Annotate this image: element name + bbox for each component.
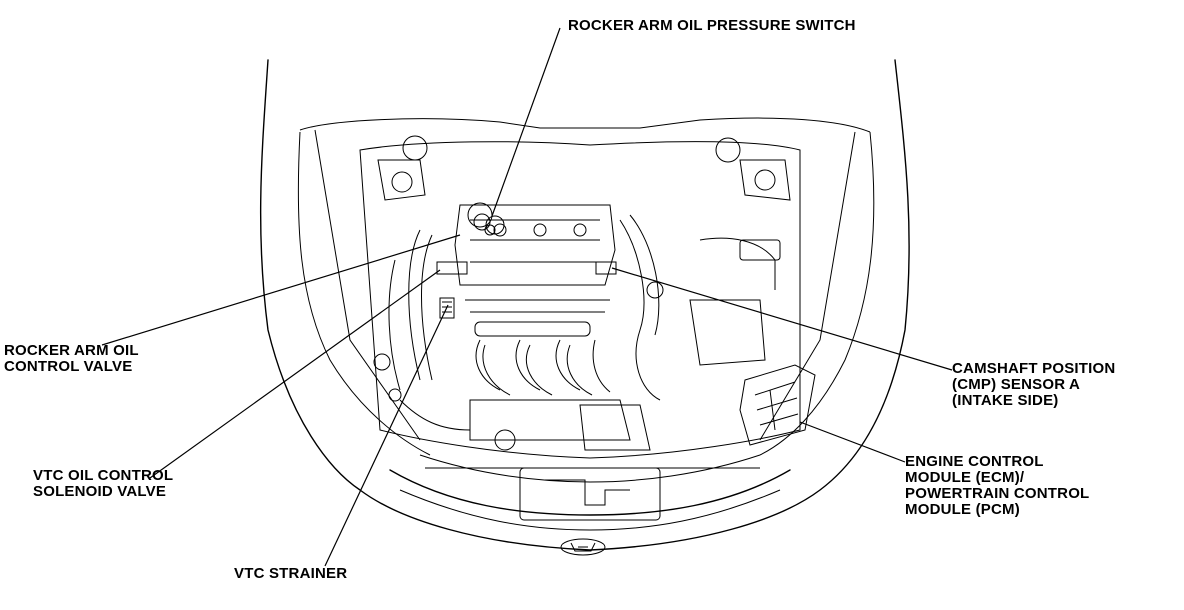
label-line: MODULE (PCM) — [905, 501, 1020, 518]
leader-lines — [101, 27, 953, 567]
label-line: MODULE (ECM)/ — [905, 469, 1025, 486]
rocker-arm-oil-pressure-switch-label: ROCKER ARM OIL PRESSURE SWITCH — [568, 18, 856, 34]
engine-bay — [359, 135, 816, 459]
rocker-arm-oil-control-valve-label: ROCKER ARM OIL CONTROL VALVE — [4, 343, 139, 375]
camshaft-position-sensor-label: CAMSHAFT POSITION (CMP) SENSOR A (INTAKE… — [952, 361, 1115, 409]
label-line: SOLENOID VALVE — [33, 483, 167, 500]
label-line: (CMP) SENSOR A — [952, 376, 1081, 393]
label-line: CONTROL VALVE — [4, 358, 133, 375]
label-line: (INTAKE SIDE) — [952, 392, 1059, 409]
vtc-oil-control-solenoid-valve-label: VTC OIL CONTROL SOLENOID VALVE — [33, 468, 173, 500]
label-line: ROCKER ARM OIL PRESSURE SWITCH — [568, 17, 856, 34]
component-marks — [436, 213, 617, 319]
label-line: VTC OIL CONTROL — [33, 467, 174, 484]
label-line: CAMSHAFT POSITION — [952, 360, 1116, 377]
label-line: POWERTRAIN CONTROL — [905, 485, 1090, 502]
label-line: ENGINE CONTROL — [905, 453, 1044, 470]
car-body-outline — [259, 59, 910, 556]
vtc-strainer-label: VTC STRAINER — [234, 566, 347, 582]
ecm-pcm-label: ENGINE CONTROL MODULE (ECM)/ POWERTRAIN … — [905, 454, 1089, 518]
label-line: VTC STRAINER — [234, 565, 348, 582]
label-line: ROCKER ARM OIL — [4, 342, 139, 359]
